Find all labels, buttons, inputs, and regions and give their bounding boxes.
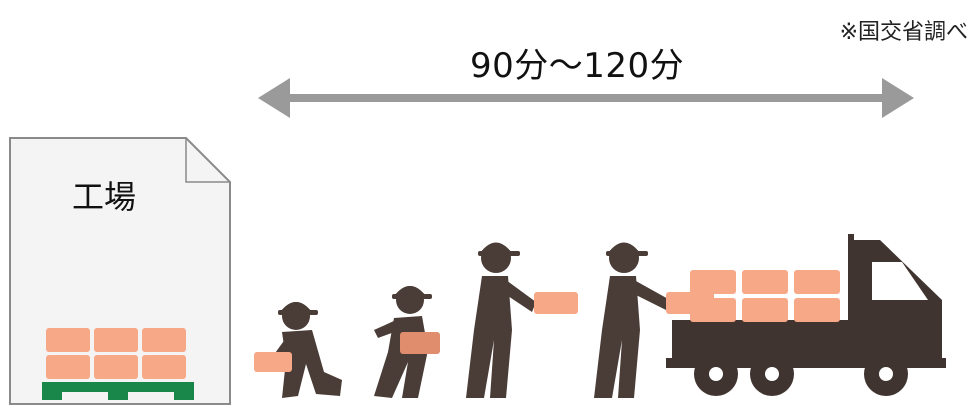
factory-label: 工場 <box>72 178 137 216</box>
truck-cargo-boxes <box>690 270 840 322</box>
worker-1-box <box>254 352 292 372</box>
duration-label: 90分～120分 <box>470 46 685 86</box>
worker-3 <box>466 242 536 398</box>
worker-4 <box>594 242 670 398</box>
worker-1 <box>270 302 342 398</box>
source-note: ※国交省調べ <box>839 20 968 45</box>
duration-arrow <box>258 78 914 118</box>
worker-2-box <box>400 332 440 354</box>
worker-3-box <box>534 292 578 314</box>
factory-pallet-boxes <box>42 328 194 400</box>
truck <box>666 234 946 396</box>
